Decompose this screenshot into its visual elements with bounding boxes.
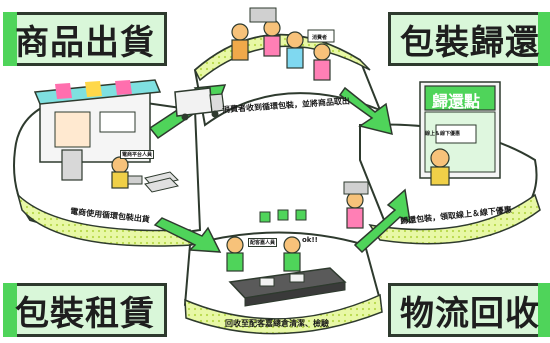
merchant-tag: 電商平台人員 [120, 150, 155, 159]
online-shop-illustration [33, 79, 162, 181]
return-screen-text: 線上＆線下優惠 [425, 131, 461, 137]
label-recycle-text: 物流回收 [400, 293, 540, 334]
label-return-text: 包裝歸還 [400, 22, 540, 63]
package-stack [144, 171, 179, 193]
flow-arrow-top-right [338, 86, 393, 136]
delivery-truck [174, 87, 225, 121]
checkmark-badges [259, 209, 307, 223]
flow-arrow-left-down [153, 217, 222, 253]
logistics-carrier [343, 181, 369, 229]
caption-recycle: 回收至配客嘉總倉清潔、檢驗 [225, 319, 329, 328]
label-rental-text: 包裝租賃 [15, 293, 155, 334]
label-shipping: 商品出貨 [3, 12, 167, 66]
label-shipping-text: 商品出貨 [15, 22, 155, 63]
label-recycle: 物流回收 [388, 283, 550, 337]
ok-speech: ok!! [302, 236, 318, 244]
staff-workers [226, 236, 301, 272]
flow-arrow-right-down [353, 188, 411, 254]
merchant-staff [111, 156, 143, 189]
label-return: 包裝歸還 [388, 12, 550, 66]
consumers-group [231, 7, 335, 81]
label-rental: 包裝租賃 [3, 283, 167, 337]
return-station-sign: 歸還點 [432, 92, 481, 111]
conveyor-belt [228, 267, 347, 307]
consumer-tag: 消費者 [312, 35, 328, 41]
returning-customer [430, 148, 450, 186]
staff-tag: 配客嘉人員 [248, 238, 278, 247]
